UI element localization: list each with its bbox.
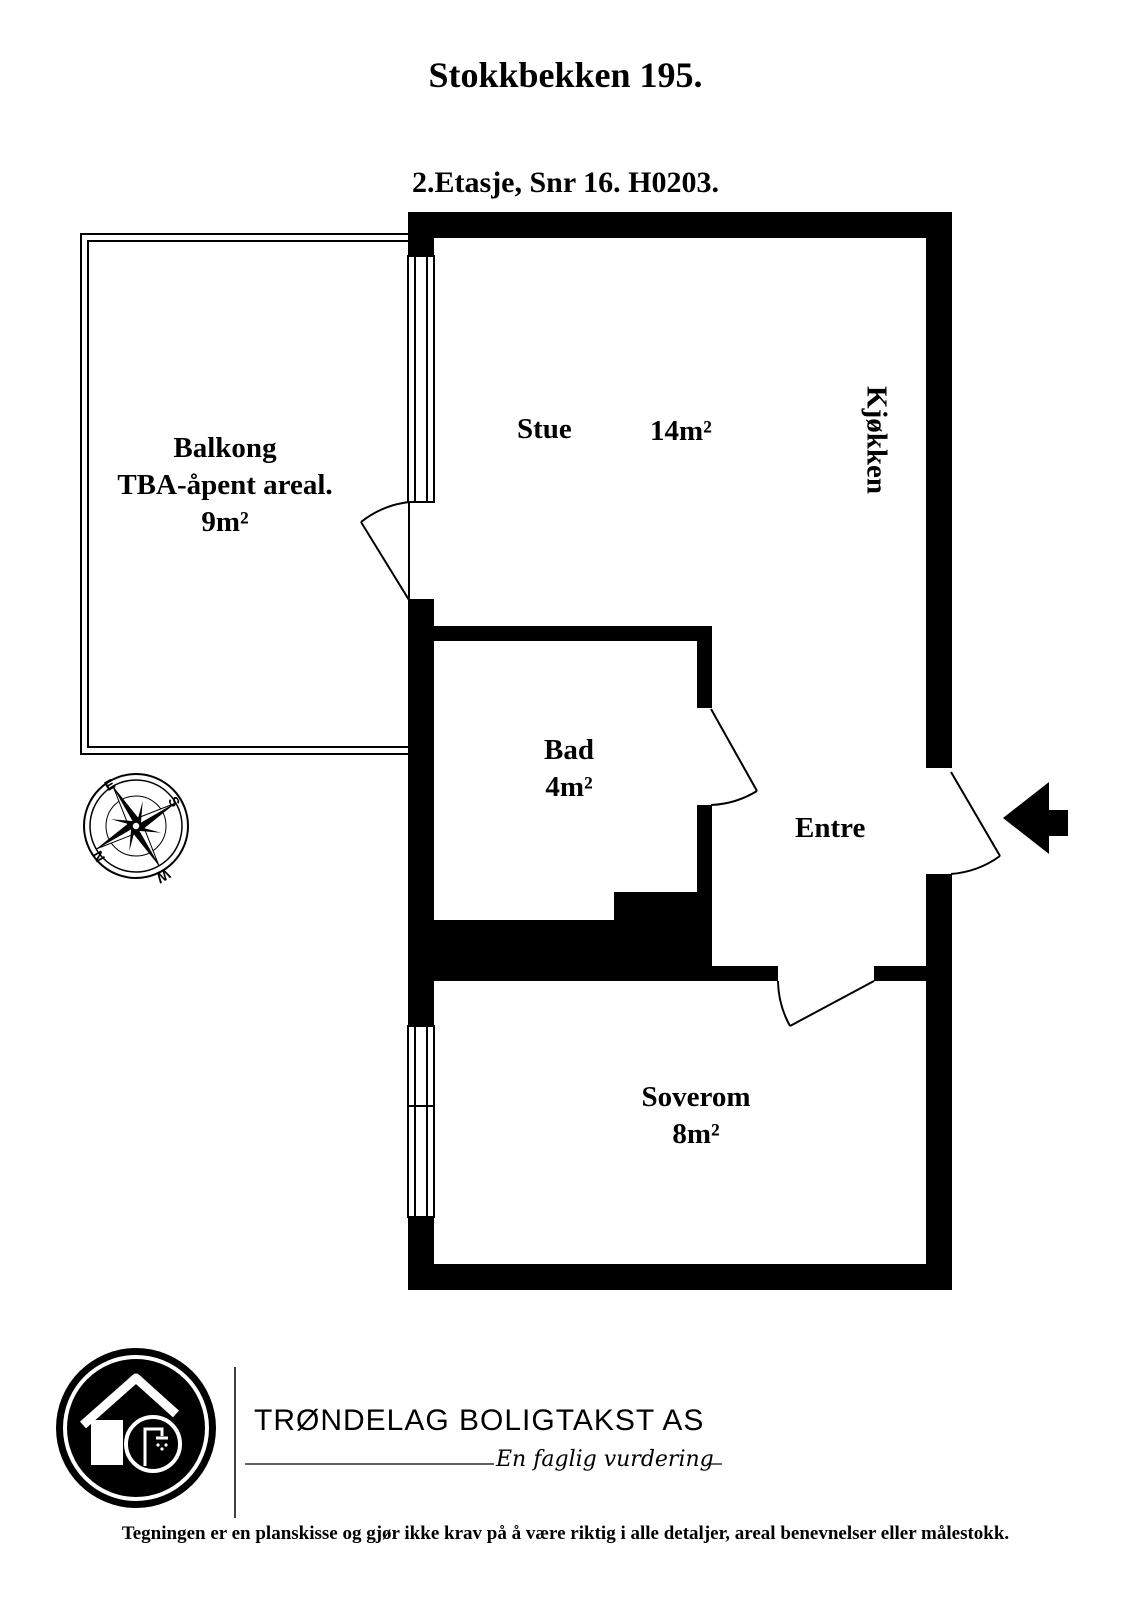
balcony-area: 9m²: [201, 506, 249, 538]
bedroom-area: 8m²: [672, 1118, 720, 1150]
floor-subtitle: 2.Etasje, Snr 16. H0203.: [412, 166, 719, 199]
compass-icon: E S W N: [83, 773, 189, 887]
compass-letter-w: W: [153, 866, 173, 887]
door-bedroom: [777, 980, 875, 1027]
door-entrance: [950, 771, 1001, 875]
outer-walls: [408, 212, 952, 1290]
bath-name: Bad: [544, 734, 594, 766]
bath-label: Bad 4m²: [509, 732, 629, 806]
page-title: Stokkbekken 195.: [428, 55, 703, 95]
bedroom-name: Soverom: [641, 1081, 751, 1113]
living-room-area: 14m²: [650, 415, 712, 447]
balcony-name: Balkong: [173, 432, 277, 464]
entrance-label: Entre: [795, 812, 866, 844]
bath-area: 4m²: [545, 771, 593, 803]
door-balcony: [360, 501, 410, 601]
kitchen-label: Kjøkken: [860, 386, 893, 494]
company-tagline: En faglig vurdering: [496, 1447, 714, 1472]
interior-walls: [408, 626, 952, 981]
company-name: TRØNDELAG BOLIGTAKST AS: [254, 1404, 705, 1437]
bedroom-label: Soverom 8m²: [616, 1079, 776, 1153]
compass-letter-n: N: [89, 848, 108, 865]
door-jambs: [408, 501, 434, 601]
disclaimer-text: Tegningen er en planskisse og gjør ikke …: [121, 1523, 1010, 1544]
balcony-note: TBA-åpent areal.: [117, 469, 333, 501]
balcony-label: Balkong TBA-åpent areal. 9m²: [100, 430, 350, 541]
window-living: [407, 255, 435, 503]
house-shower-logo-icon: [56, 1348, 216, 1508]
door-bath: [710, 708, 758, 806]
window-bedroom: [407, 1025, 435, 1218]
living-room-name: Stue: [517, 413, 572, 445]
arrow-left-icon: [1003, 782, 1068, 854]
